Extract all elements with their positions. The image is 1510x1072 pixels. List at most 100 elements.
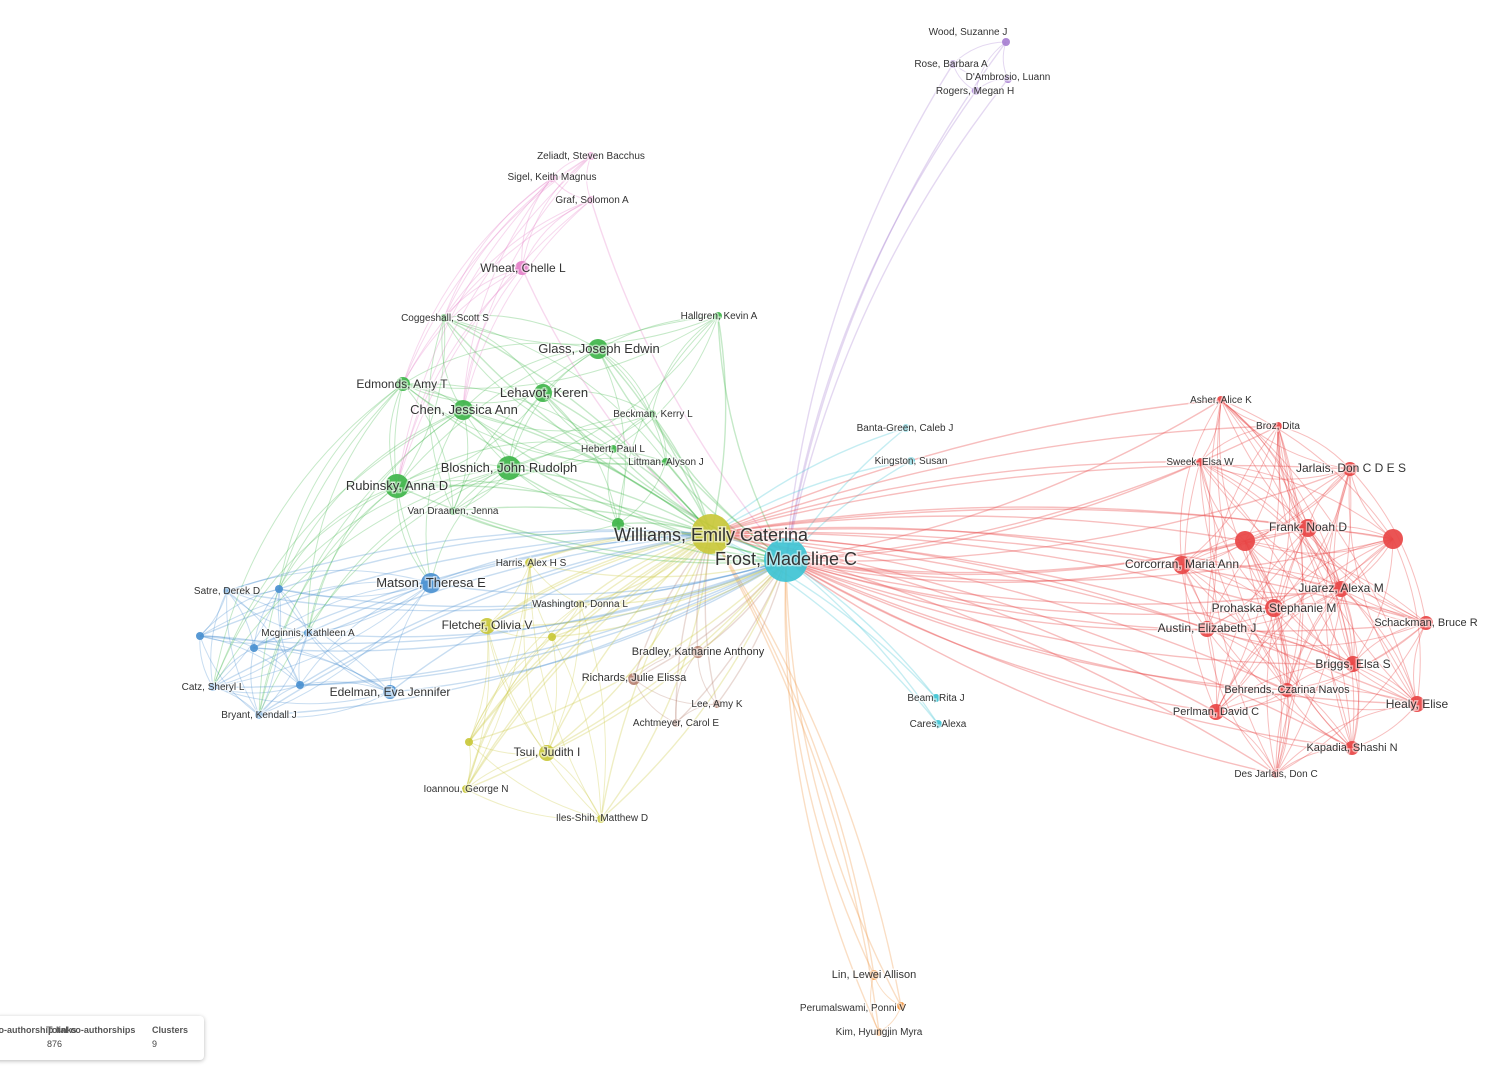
author-label-hebert[interactable]: Hebert, Paul L — [580, 443, 647, 457]
author-label-asher[interactable]: Asher, Alice K — [1189, 394, 1254, 408]
author-node-wood[interactable] — [1002, 38, 1010, 46]
author-label-desjarlais[interactable]: Des Jarlais, Don C — [1233, 768, 1319, 782]
author-node-sigel[interactable] — [548, 174, 556, 182]
author-label-dambrosio[interactable]: D'Ambrosio, Luann — [964, 71, 1052, 85]
author-node-jarlais[interactable] — [1343, 462, 1357, 476]
author-node-edelman[interactable] — [383, 685, 397, 699]
author-node-corcorran[interactable] — [1173, 556, 1191, 574]
author-node-beckman[interactable] — [648, 410, 656, 418]
author-label-vandraanen[interactable]: Van Draanen, Jenna — [406, 505, 500, 519]
author-label-rogers[interactable]: Rogers, Megan H — [934, 85, 1015, 99]
author-label-schackman[interactable]: Schackman, Bruce R — [1373, 616, 1479, 631]
author-node-perumalswami[interactable] — [897, 1002, 905, 1010]
author-label-sigel[interactable]: Sigel, Keith Magnus — [506, 171, 598, 185]
author-label-corcorran[interactable]: Corcorran, Maria Ann — [1123, 556, 1240, 573]
author-label-bradley[interactable]: Bradley, Katharine Anthony — [630, 645, 766, 660]
author-label-ilesshih[interactable]: Iles-Shih, Matthew D — [554, 812, 649, 826]
author-label-tsui[interactable]: Tsui, Judith I — [512, 744, 582, 761]
author-node-lehavot[interactable] — [534, 384, 552, 402]
author-node-fletcher[interactable] — [479, 618, 495, 634]
author-node-red_a[interactable] — [1235, 531, 1255, 551]
author-node-blue_a[interactable] — [275, 585, 283, 593]
author-node-chen[interactable] — [453, 400, 473, 420]
author-node-asher[interactable] — [1217, 396, 1225, 404]
author-label-chen[interactable]: Chen, Jessica Ann — [409, 401, 520, 419]
author-node-littman[interactable] — [662, 458, 670, 466]
author-node-yellow_b[interactable] — [465, 738, 473, 746]
author-label-washington[interactable]: Washington, Donna L — [531, 598, 630, 612]
author-node-washington[interactable] — [576, 600, 584, 608]
author-label-healy[interactable]: Healy, Elise — [1384, 696, 1450, 713]
author-label-rubinsky[interactable]: Rubinsky, Anna D — [344, 477, 449, 495]
author-label-kim[interactable]: Kim, Hyungjin Myra — [834, 1026, 924, 1040]
author-label-williams[interactable]: Williams, Emily Caterina — [612, 524, 810, 547]
author-label-wheat[interactable]: Wheat, Chelle L — [479, 260, 568, 277]
author-node-perlman[interactable] — [1208, 704, 1224, 720]
author-node-catz[interactable] — [209, 683, 217, 691]
author-node-kim[interactable] — [875, 1028, 883, 1036]
author-node-graf[interactable] — [587, 196, 595, 204]
author-node-satre[interactable] — [223, 587, 231, 595]
author-node-bradley[interactable] — [692, 646, 704, 658]
author-label-perlman[interactable]: Perlman, David C — [1171, 705, 1260, 720]
author-label-juarez[interactable]: Juarez, Alexa M — [1297, 580, 1385, 597]
author-node-red_b[interactable] — [1383, 529, 1403, 549]
author-label-fletcher[interactable]: Fletcher, Olivia V — [440, 617, 534, 634]
author-label-wood[interactable]: Wood, Suzanne J — [927, 26, 1009, 40]
author-label-frost[interactable]: Frost, Madeline C — [713, 548, 858, 571]
author-node-harris[interactable] — [525, 558, 535, 568]
author-node-blue_b[interactable] — [196, 632, 204, 640]
author-node-achtmeyer[interactable] — [672, 719, 680, 727]
author-label-matson[interactable]: Matson, Theresa E — [375, 574, 488, 592]
author-node-edmonds[interactable] — [396, 377, 410, 391]
author-label-edelman[interactable]: Edelman, Eva Jennifer — [328, 684, 452, 701]
author-node-blue_c[interactable] — [250, 644, 258, 652]
author-node-bryant[interactable] — [255, 711, 263, 719]
author-label-behrends[interactable]: Behrends, Czarina Navos — [1223, 683, 1352, 698]
author-label-beam[interactable]: Beam, Rita J — [906, 692, 966, 706]
author-node-desjarlais[interactable] — [1272, 770, 1280, 778]
author-node-dambrosio[interactable] — [1004, 75, 1012, 83]
author-node-sweek[interactable] — [1196, 458, 1204, 466]
author-label-graf[interactable]: Graf, Solomon A — [554, 194, 631, 208]
author-node-briggs[interactable] — [1345, 656, 1361, 672]
author-node-healy[interactable] — [1409, 696, 1425, 712]
author-node-beam[interactable] — [932, 694, 940, 702]
author-node-broz[interactable] — [1274, 422, 1282, 430]
author-node-zeliadt[interactable] — [587, 152, 595, 160]
author-label-perumalswami[interactable]: Perumalswami, Ponni V — [798, 1002, 907, 1016]
author-node-richards[interactable] — [628, 673, 640, 685]
author-node-frost[interactable] — [764, 538, 808, 582]
author-label-lehavot[interactable]: Lehavot, Keren — [498, 384, 589, 402]
author-label-sweek[interactable]: Sweek, Elsa W — [1165, 456, 1236, 470]
author-node-ioannou[interactable] — [462, 785, 470, 793]
author-label-austin[interactable]: Austin, Elizabeth J — [1156, 620, 1258, 637]
author-node-lin[interactable] — [869, 970, 879, 980]
author-node-kapadia[interactable] — [1345, 741, 1359, 755]
author-label-glass[interactable]: Glass, Joseph Edwin — [537, 340, 661, 358]
author-node-blosnich[interactable] — [497, 456, 521, 480]
author-node-matson[interactable] — [421, 573, 441, 593]
author-node-ilesshih[interactable] — [597, 815, 605, 823]
author-label-zeliadt[interactable]: Zeliadt, Steven Bacchus — [536, 150, 647, 164]
author-label-achtmeyer[interactable]: Achtmeyer, Carol E — [631, 717, 720, 731]
author-label-bryant[interactable]: Bryant, Kendall J — [220, 709, 299, 723]
author-label-kapadia[interactable]: Kapadia, Shashi N — [1305, 741, 1399, 756]
author-node-rogers[interactable] — [972, 87, 980, 95]
author-node-vandraanen[interactable] — [449, 507, 457, 515]
author-node-tsui[interactable] — [539, 745, 555, 761]
author-node-mcginnis[interactable] — [304, 629, 312, 637]
author-node-juarez[interactable] — [1333, 581, 1349, 597]
author-node-williams[interactable] — [691, 514, 731, 554]
author-label-rose[interactable]: Rose, Barbara A — [913, 58, 990, 72]
author-node-wheat[interactable] — [515, 261, 529, 275]
author-label-kingston[interactable]: Kingston, Susan — [873, 455, 949, 469]
author-label-cares[interactable]: Cares, Alexa — [908, 718, 968, 732]
author-node-green_unl[interactable] — [612, 518, 624, 530]
author-node-rubinsky[interactable] — [385, 474, 409, 498]
author-label-littman[interactable]: Littman, Alyson J — [627, 456, 706, 470]
author-node-prohaska[interactable] — [1265, 599, 1283, 617]
author-node-blue_d[interactable] — [296, 681, 304, 689]
author-label-bantagreen[interactable]: Banta-Green, Caleb J — [855, 422, 955, 436]
